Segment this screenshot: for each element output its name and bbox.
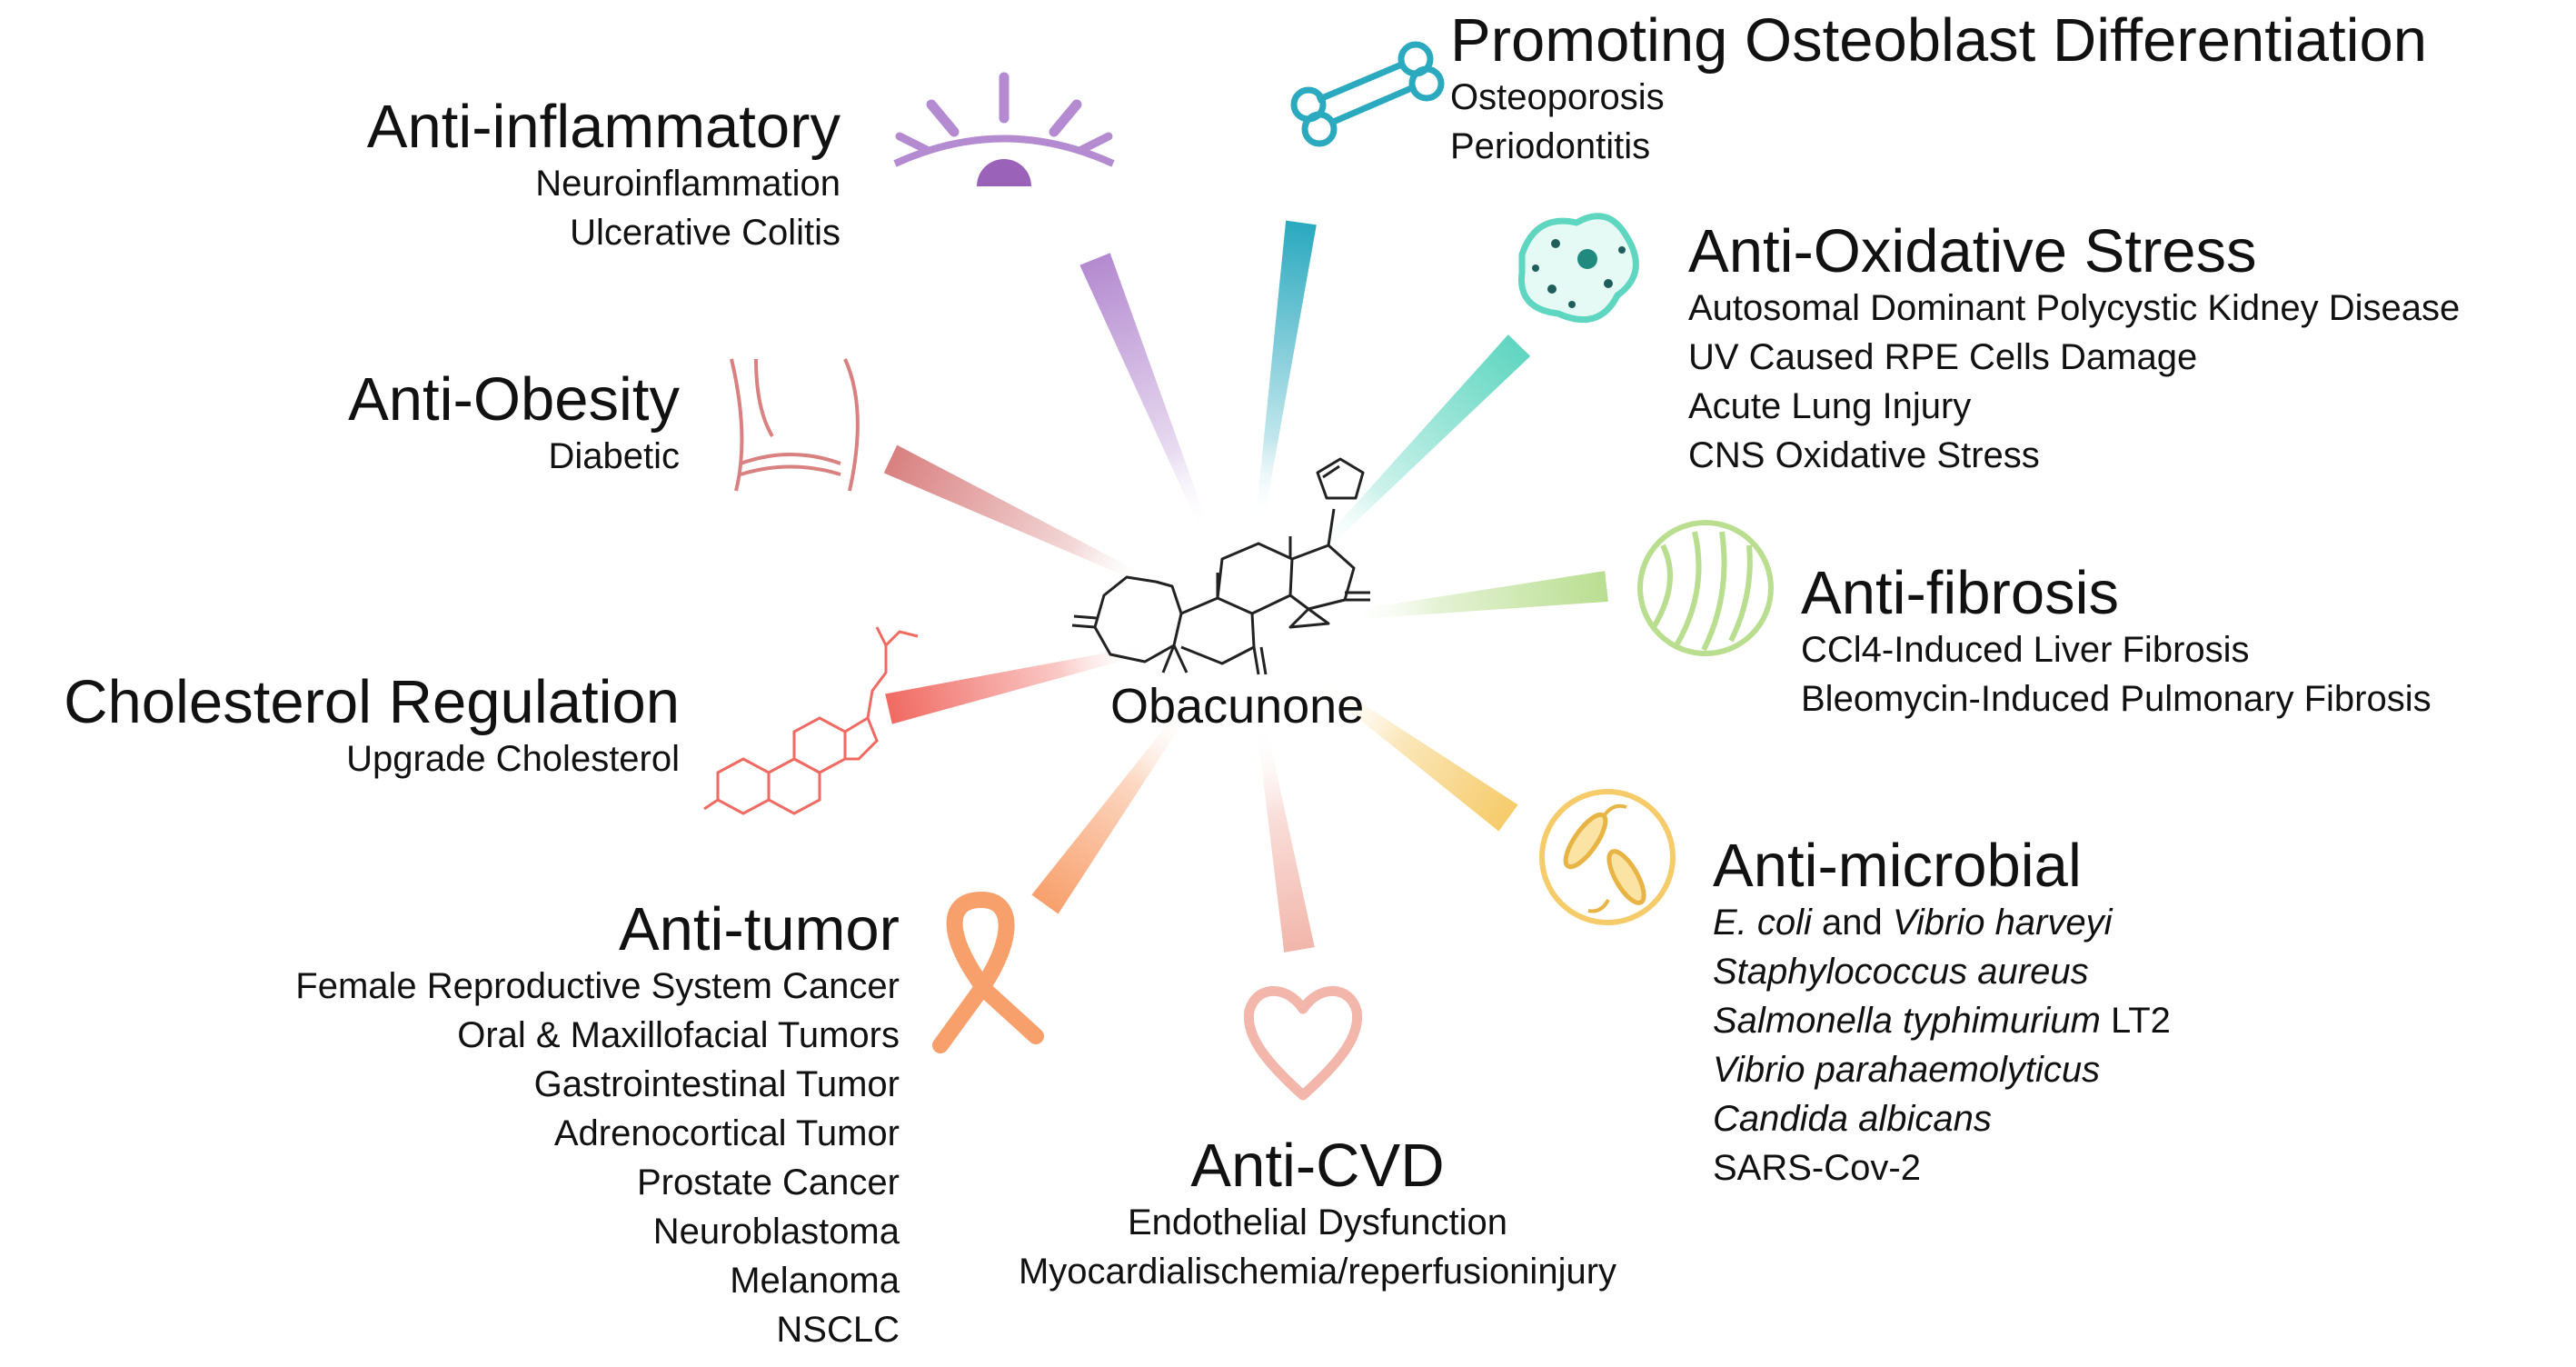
waist-icon [730,358,860,492]
title-cvd: Anti-CVD [1190,1132,1445,1200]
eye-icon [893,72,1115,186]
item-liver-fibrosis: CCl4-Induced Liver Fibrosis [1801,630,2250,671]
item-diabetic: Diabetic [548,436,680,477]
center-glow [1054,436,1436,818]
title-anti-inflammatory: Anti-inflammatory [366,93,840,161]
item-microbe-5: Candida albicans [1713,1099,1992,1140]
item-tumor-6: Neuroblastoma [652,1212,900,1252]
item-pulmonary-fibrosis: Bleomycin-Induced Pulmonary Fibrosis [1801,679,2432,720]
item-periodontitis: Periodontitis [1450,126,1651,167]
item-microbe-1: E. coli and Vibrio harveyi [1713,903,2113,943]
item-myocardial: Myocardialischemia/reperfusioninjury [1018,1252,1617,1292]
item-tumor-1: Female Reproductive System Cancer [295,966,900,1007]
fiber-icon [1637,520,1774,656]
ribbon-icon [932,891,1044,1053]
heart-icon [1243,985,1363,1101]
item-osteoporosis: Osteoporosis [1450,77,1665,118]
title-osteoblast: Promoting Osteoblast Differentiation [1450,6,2428,75]
title-fibrosis: Anti-fibrosis [1801,559,2119,627]
item-uv-rpe: UV Caused RPE Cells Damage [1688,337,2198,378]
block-tumor: Anti-tumor Female Reproductive System Ca… [295,895,900,1354]
block-microbial: Anti-microbial E. coli and Vibrio harvey… [1713,832,2171,1192]
block-anti-inflammatory: Anti-inflammatory Neuroinflammation Ulce… [367,95,840,257]
block-cvd: Anti-CVD Endothelial Dysfunction Myocard… [936,1132,1699,1296]
item-tumor-5: Prostate Cancer [636,1162,900,1203]
title-cholesterol: Cholesterol Regulation [64,668,680,736]
block-fibrosis: Anti-fibrosis CCl4-Induced Liver Fibrosi… [1801,559,2432,723]
item-microbe-6: SARS-Cov-2 [1713,1148,1921,1189]
center-compound-label: Obacunone [1110,679,1365,733]
item-microbe-4: Vibrio parahaemolyticus [1713,1050,2101,1091]
item-upgrade-cholesterol: Upgrade Cholesterol [346,739,680,780]
item-ulcerative-colitis: Ulcerative Colitis [570,213,840,254]
item-microbe-3: Salmonella typhimurium LT2 [1713,1001,2171,1042]
item-tumor-3: Gastrointestinal Tumor [533,1064,900,1105]
bacteria-icon [1539,789,1676,925]
title-tumor: Anti-tumor [618,895,900,963]
cell-icon [1518,213,1639,324]
block-obesity: Anti-Obesity Diabetic [348,365,680,481]
title-microbial: Anti-microbial [1713,832,2082,900]
item-tumor-4: Adrenocortical Tumor [553,1113,900,1154]
item-neuroinflammation: Neuroinflammation [535,164,840,205]
steroid-icon [703,626,919,815]
obacunone-structure-icon [1071,457,1370,675]
item-endothelial: Endothelial Dysfunction [1127,1202,1508,1243]
item-acute-lung-injury: Acute Lung Injury [1688,386,1972,427]
title-obesity: Anti-Obesity [348,365,680,434]
item-microbe-2: Staphylococcus aureus [1713,952,2089,993]
item-adpkd: Autosomal Dominant Polycystic Kidney Dis… [1688,288,2461,329]
item-cns-oxidative: CNS Oxidative Stress [1688,435,2040,476]
block-cholesterol: Cholesterol Regulation Upgrade Cholester… [64,668,680,783]
title-oxidative: Anti-Oxidative Stress [1688,217,2257,285]
bone-icon [1290,41,1445,147]
icon-group [703,41,1774,1101]
block-oxidative: Anti-Oxidative Stress Autosomal Dominant… [1688,217,2461,480]
block-osteoblast: Promoting Osteoblast Differentiation Ost… [1450,6,2428,171]
item-tumor-8: NSCLC [776,1310,900,1351]
item-tumor-2: Oral & Maxillofacial Tumors [457,1015,900,1056]
item-tumor-7: Melanoma [730,1261,900,1302]
